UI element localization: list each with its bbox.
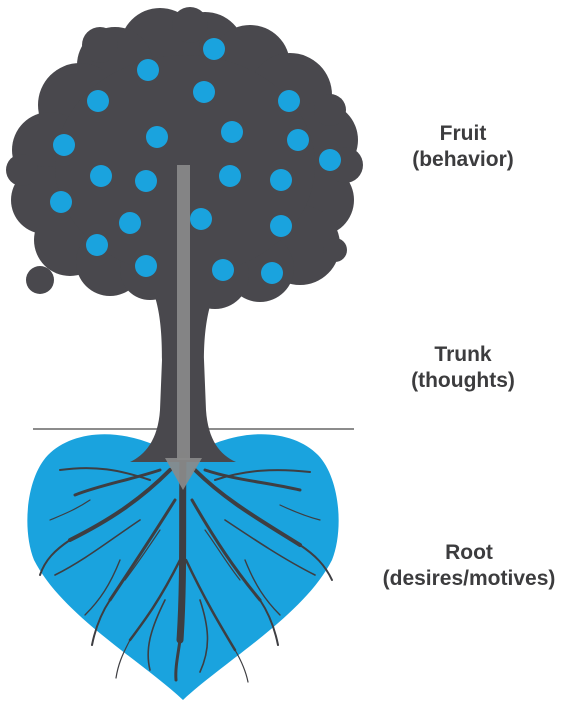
fruit-dot — [135, 255, 157, 277]
fruit-dot — [53, 134, 75, 156]
trunk-label-subtitle: (thoughts) — [378, 368, 548, 394]
fruit-dot — [270, 215, 292, 237]
fruit-dot — [135, 170, 157, 192]
fruit-dot — [319, 149, 341, 171]
fruit-dot — [90, 165, 112, 187]
fruit-label-title: Fruit — [378, 121, 548, 147]
fruit-dot — [86, 234, 108, 256]
fruit-label-subtitle: (behavior) — [378, 147, 548, 173]
fruit-label: Fruit (behavior) — [378, 121, 548, 173]
fruit-dot — [270, 169, 292, 191]
fruit-dot — [219, 165, 241, 187]
fruit-dot — [212, 259, 234, 281]
fruit-dot — [119, 212, 141, 234]
fruit-dot — [87, 90, 109, 112]
fruit-dot — [190, 208, 212, 230]
root-label-title: Root — [364, 540, 574, 566]
fruit-dot — [221, 121, 243, 143]
root-label: Root (desires/motives) — [364, 540, 574, 592]
fruit-dot — [193, 81, 215, 103]
fruit-dot — [137, 59, 159, 81]
fruit-dot — [261, 262, 283, 284]
trunk-label: Trunk (thoughts) — [378, 342, 548, 394]
fruit-dot — [287, 129, 309, 151]
fruit-dot — [203, 38, 225, 60]
fruit-dot — [50, 191, 72, 213]
trunk-label-title: Trunk — [378, 342, 548, 368]
root-label-subtitle: (desires/motives) — [364, 566, 574, 592]
fruit-dot — [278, 90, 300, 112]
fruit-dot — [146, 126, 168, 148]
